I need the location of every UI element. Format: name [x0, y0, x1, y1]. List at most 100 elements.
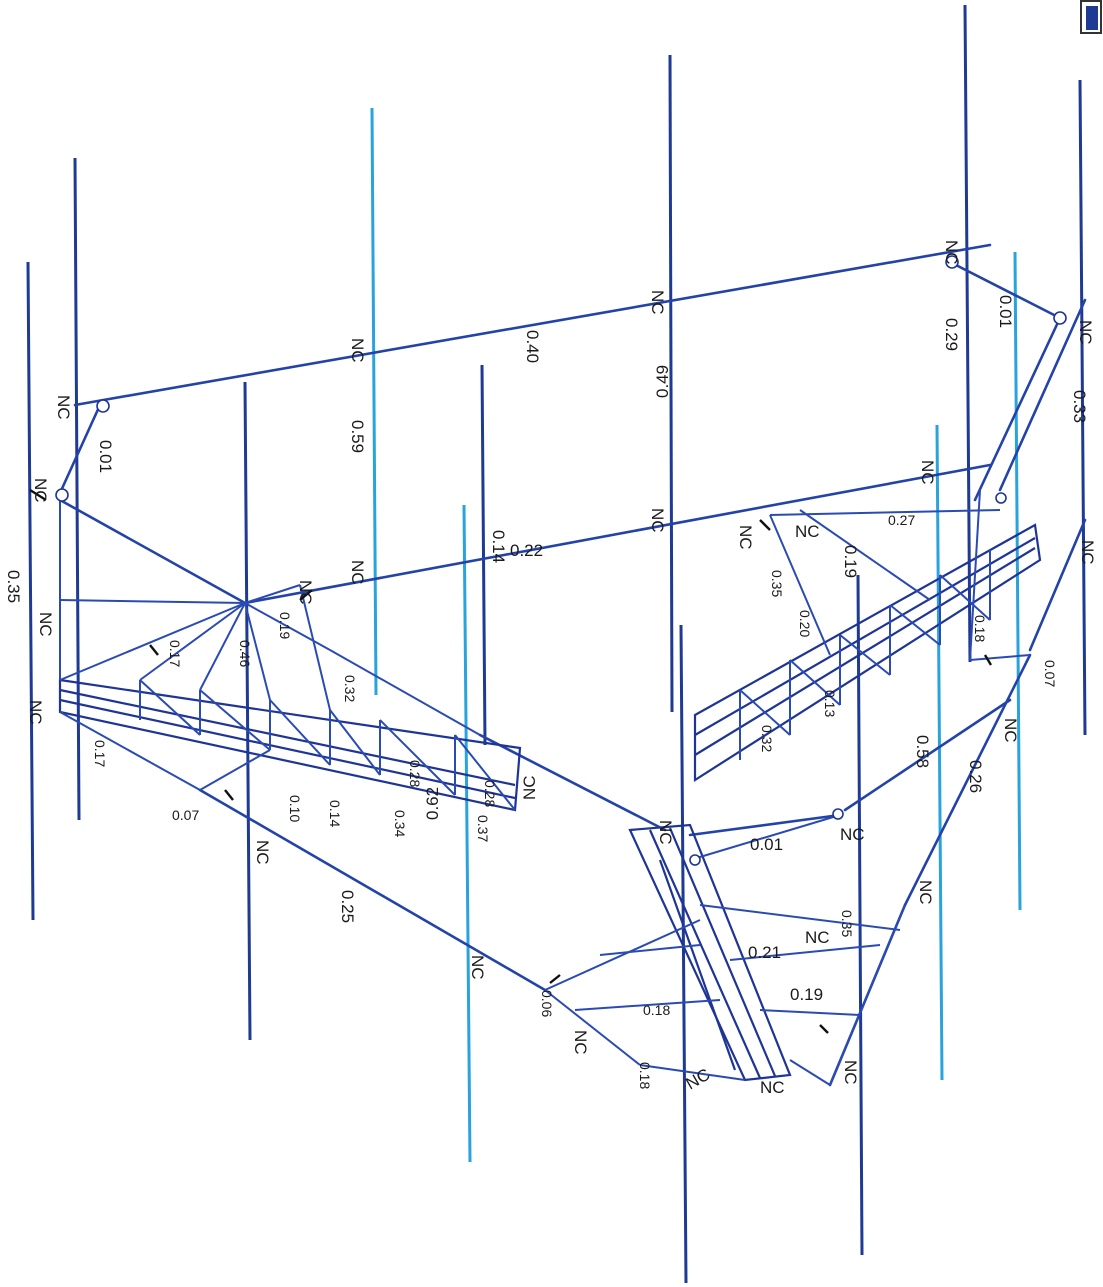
nc-label: NC — [348, 560, 367, 585]
member-labels: 0.35 0.40 0.01 0.59 0.49 0.29 0.01 0.33 … — [4, 295, 1089, 1089]
nc-label: NC — [36, 612, 55, 637]
nc-label: NC — [571, 1030, 590, 1055]
center-truss — [544, 814, 906, 1086]
beam-right-diag-3 — [843, 698, 1012, 812]
nc-label: NC — [296, 580, 315, 605]
label-0.32: 0.32 — [342, 675, 358, 702]
column-6 — [480, 364, 487, 746]
nc-label: NC — [520, 775, 539, 800]
node — [55, 488, 69, 502]
nc-label: NC — [918, 460, 937, 485]
label-0.21: 0.21 — [748, 943, 781, 962]
label-0.07: 0.07 — [172, 807, 199, 823]
nc-label: NC — [760, 1078, 785, 1097]
beams — [58, 243, 1087, 1087]
nc-label: NC — [648, 290, 667, 315]
label-0.49: 0.49 — [653, 365, 672, 398]
right-truss — [693, 489, 1042, 783]
node — [832, 808, 844, 820]
label-0.10: 0.10 — [287, 795, 303, 822]
label-0.59: 0.59 — [348, 420, 367, 453]
legend-swatch — [1086, 6, 1098, 30]
label-0.20: 0.20 — [797, 610, 813, 637]
label-0.26: 0.26 — [966, 760, 985, 793]
beam-center-right — [688, 813, 842, 837]
label-0.19: 0.19 — [841, 545, 860, 578]
label-0.06: 0.06 — [539, 990, 555, 1017]
column-12 — [1013, 251, 1022, 911]
beam-top-link-left — [58, 403, 102, 495]
label-0.58: 0.58 — [913, 735, 932, 768]
beam-middle — [58, 498, 247, 605]
label-0.32: 0.32 — [759, 725, 775, 752]
nodes — [55, 255, 1067, 866]
beam-right-edge-2 — [1028, 518, 1087, 652]
nc-label: NC — [253, 840, 272, 865]
nc-label: NC — [841, 1060, 860, 1085]
column-3 — [243, 381, 252, 1041]
label-0.01: 0.01 — [96, 440, 115, 473]
nc-labels: NC NC NC NC NC NC NC NC NC NC NC NC NC N… — [26, 240, 1097, 1097]
beam-left-lower — [198, 788, 547, 992]
node — [945, 255, 959, 269]
label-0.14: 0.14 — [489, 530, 508, 563]
label-0.17: 0.17 — [167, 640, 183, 667]
beam-top — [73, 243, 992, 407]
label-0.34: 0.34 — [392, 810, 408, 837]
label-0.35: 0.35 — [4, 570, 23, 603]
label-0.13: 0.13 — [822, 690, 838, 717]
label-0.62: 0.62 — [423, 787, 442, 820]
label-0.29: 0.29 — [942, 318, 961, 351]
label-0.22: 0.22 — [510, 541, 543, 560]
nc-label: NC — [1001, 718, 1020, 743]
label-0.01: 0.01 — [996, 295, 1015, 328]
nc-label: NC — [26, 700, 45, 725]
column-2 — [73, 157, 81, 821]
label-0.35: 0.35 — [839, 910, 855, 937]
beam-middle-2 — [243, 463, 992, 605]
label-0.46: 0.46 — [237, 640, 253, 667]
columns — [26, 4, 1087, 1284]
column-13 — [1078, 79, 1087, 736]
label-0.19: 0.19 — [277, 612, 293, 639]
label-0.18: 0.18 — [972, 615, 988, 642]
left-truss — [58, 500, 522, 812]
nc-label: NC — [54, 395, 73, 420]
beam-right-diag-1 — [903, 653, 1032, 907]
nc-label: NC — [805, 928, 830, 947]
label-0.07: 0.07 — [1042, 660, 1058, 687]
nc-label: NC — [648, 508, 667, 533]
label-0.40: 0.40 — [523, 330, 542, 363]
nc-label: NC — [656, 820, 675, 845]
label-0.28: 0.28 — [407, 760, 423, 787]
label-0.19: 0.19 — [790, 985, 823, 1004]
nc-label: NC — [31, 478, 50, 503]
label-0.14: 0.14 — [327, 800, 343, 827]
nc-label: NC — [1076, 320, 1095, 345]
column-10 — [856, 574, 864, 1256]
node — [1053, 311, 1067, 325]
beam-left-to-center — [478, 733, 667, 832]
nc-label: NC — [916, 880, 935, 905]
label-0.35: 0.35 — [769, 570, 785, 597]
nc-label: NC — [683, 1065, 714, 1094]
label-0.18: 0.18 — [637, 1062, 653, 1089]
nc-label: NC — [736, 525, 755, 550]
nc-label: NC — [468, 955, 487, 980]
nc-label: NC — [795, 522, 820, 541]
node — [96, 399, 110, 413]
hinge-marks — [29, 488, 993, 1034]
node — [995, 492, 1007, 504]
label-0.01: 0.01 — [750, 835, 783, 854]
label-0.17: 0.17 — [92, 740, 108, 767]
label-0.33: 0.33 — [1070, 390, 1089, 423]
column-1 — [26, 261, 35, 921]
column-9 — [935, 424, 944, 1081]
column-7 — [668, 54, 674, 713]
legend-box — [1080, 0, 1102, 34]
nc-label: NC — [1078, 540, 1097, 565]
label-0.37: 0.37 — [475, 815, 491, 842]
node — [689, 854, 701, 866]
beam-top-right-diag — [973, 316, 1062, 502]
